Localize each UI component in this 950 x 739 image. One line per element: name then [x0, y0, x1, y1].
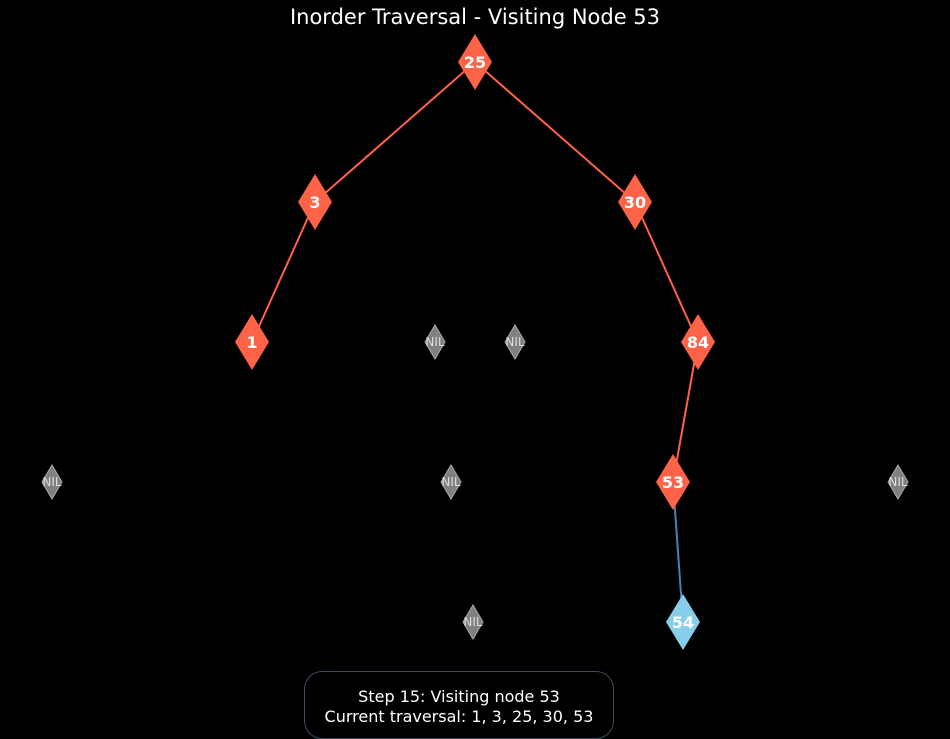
nil-node: NIL — [462, 604, 484, 640]
status-box: Step 15: Visiting node 53 Current traver… — [304, 671, 614, 739]
node-label: 25 — [464, 53, 486, 72]
nil-label: NIL — [505, 335, 525, 349]
status-traversal-text: Current traversal: 1, 3, 25, 30, 53 — [324, 707, 594, 726]
tree-node-53: 53 — [656, 454, 690, 510]
edge-25-30 — [474, 61, 636, 203]
node-label: 54 — [672, 613, 694, 632]
nil-label: NIL — [441, 475, 461, 489]
node-label: 53 — [662, 473, 684, 492]
tree-node-84: 84 — [681, 314, 715, 370]
node-label: 3 — [309, 193, 320, 212]
node-label: 1 — [246, 333, 257, 352]
nil-node: NIL — [41, 464, 63, 500]
edge-3-1 — [251, 201, 316, 343]
tree-node-54: 54 — [666, 594, 700, 650]
tree-node-3: 3 — [298, 174, 332, 230]
nil-node: NIL — [424, 324, 446, 360]
node-label: 30 — [624, 193, 646, 212]
edge-84-53 — [672, 341, 699, 483]
nil-node: NIL — [504, 324, 526, 360]
diagram-title: Inorder Traversal - Visiting Node 53 — [289, 5, 661, 29]
nil-label: NIL — [425, 335, 445, 349]
nil-node: NIL — [887, 464, 909, 500]
nil-label: NIL — [463, 615, 483, 629]
nil-label: NIL — [42, 475, 62, 489]
tree-node-30: 30 — [618, 174, 652, 230]
nil-label: NIL — [888, 475, 908, 489]
status-step-text: Step 15: Visiting node 53 — [358, 687, 560, 706]
edge-30-84 — [634, 201, 699, 343]
nil-node: NIL — [440, 464, 462, 500]
node-label: 84 — [687, 333, 709, 352]
tree-node-25: 25 — [458, 34, 492, 90]
tree-node-1: 1 — [235, 314, 269, 370]
edge-25-3 — [314, 61, 476, 203]
